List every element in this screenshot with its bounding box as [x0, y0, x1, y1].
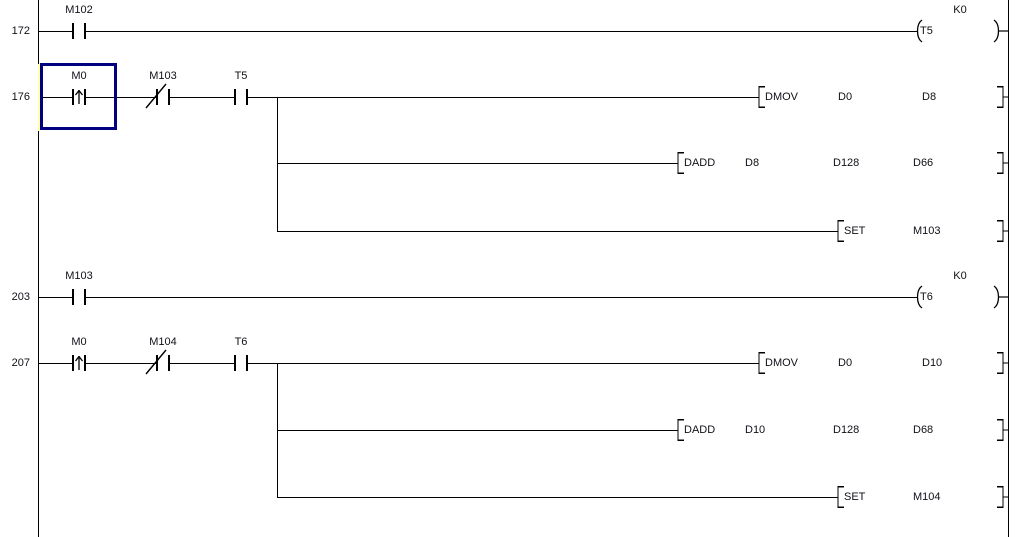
instruction-end-bracket: [996, 416, 1008, 444]
branch-wire: [277, 497, 838, 498]
instruction-dmov[interactable]: [758, 349, 766, 377]
instruction-end-bracket: [996, 149, 1008, 177]
branch-vertical-wire: [277, 97, 278, 231]
cursor-rail-highlight: [38, 64, 40, 131]
instruction-operand: D8: [745, 157, 760, 169]
contact-m103-no[interactable]: [61, 280, 97, 314]
contact-t5-no[interactable]: [223, 80, 259, 114]
left-power-rail: [38, 0, 39, 537]
branch-wire: [277, 163, 678, 164]
instruction-end-bracket: [996, 83, 1008, 111]
instruction-operand: D128: [833, 157, 860, 169]
timer-coil-t5[interactable]: [908, 13, 1008, 49]
branch-wire: [277, 430, 678, 431]
rung-main-wire: [39, 363, 759, 364]
step-number: 172: [11, 25, 30, 37]
instruction-operand: D8: [922, 91, 937, 103]
instruction-operand: D68: [913, 424, 934, 436]
device-label: M103: [65, 270, 93, 282]
instruction-operand: D10: [745, 424, 766, 436]
rung-main-wire: [39, 31, 917, 32]
device-label: M0: [71, 336, 87, 348]
instruction-operand: M104: [913, 491, 941, 503]
contact-m103-nc[interactable]: [145, 80, 181, 114]
instruction-dmov[interactable]: [758, 83, 766, 111]
instruction-name: SET: [844, 225, 866, 237]
instruction-end-bracket: [996, 217, 1008, 245]
contact-m102-no[interactable]: [61, 14, 97, 48]
instruction-name: DADD: [684, 424, 716, 436]
instruction-operand: D10: [922, 357, 943, 369]
instruction-set[interactable]: [837, 483, 845, 511]
instruction-name: DADD: [684, 157, 716, 169]
instruction-end-bracket: [996, 483, 1008, 511]
step-number: 207: [11, 357, 30, 369]
instruction-dadd[interactable]: [677, 416, 685, 444]
instruction-operand: D0: [838, 91, 853, 103]
contact-t6-no[interactable]: [223, 346, 259, 380]
contact-m0-pulse[interactable]: [61, 80, 97, 114]
instruction-end-bracket: [996, 349, 1008, 377]
instruction-name: DMOV: [765, 357, 798, 369]
coil-setting-label: K0: [953, 4, 967, 16]
instruction-operand: D0: [838, 357, 853, 369]
instruction-operand: D66: [913, 157, 934, 169]
device-label: M102: [65, 4, 93, 16]
device-label: M103: [149, 70, 177, 82]
contact-m0-pulse[interactable]: [61, 346, 97, 380]
instruction-operand: M103: [913, 225, 941, 237]
coil-setting-label: K0: [953, 270, 967, 282]
contact-m104-nc[interactable]: [145, 346, 181, 380]
device-label: T5: [234, 70, 248, 82]
timer-coil-t6[interactable]: [908, 279, 1008, 315]
edit-cursor[interactable]: [40, 63, 117, 130]
device-label: T6: [234, 336, 248, 348]
step-number: 176: [11, 91, 30, 103]
coil-device-label: T5: [920, 25, 933, 37]
coil-device-label: T6: [920, 291, 933, 303]
rung-main-wire: [39, 297, 917, 298]
device-label: M104: [149, 336, 177, 348]
instruction-dadd[interactable]: [677, 149, 685, 177]
device-label: M0: [71, 70, 87, 82]
rung-main-wire: [39, 97, 759, 98]
right-power-rail: [1008, 0, 1009, 537]
instruction-name: DMOV: [765, 91, 798, 103]
branch-wire: [277, 231, 838, 232]
step-number: 203: [11, 291, 30, 303]
instruction-name: SET: [844, 491, 866, 503]
instruction-set[interactable]: [837, 217, 845, 245]
branch-vertical-wire: [277, 363, 278, 497]
instruction-operand: D128: [833, 424, 860, 436]
